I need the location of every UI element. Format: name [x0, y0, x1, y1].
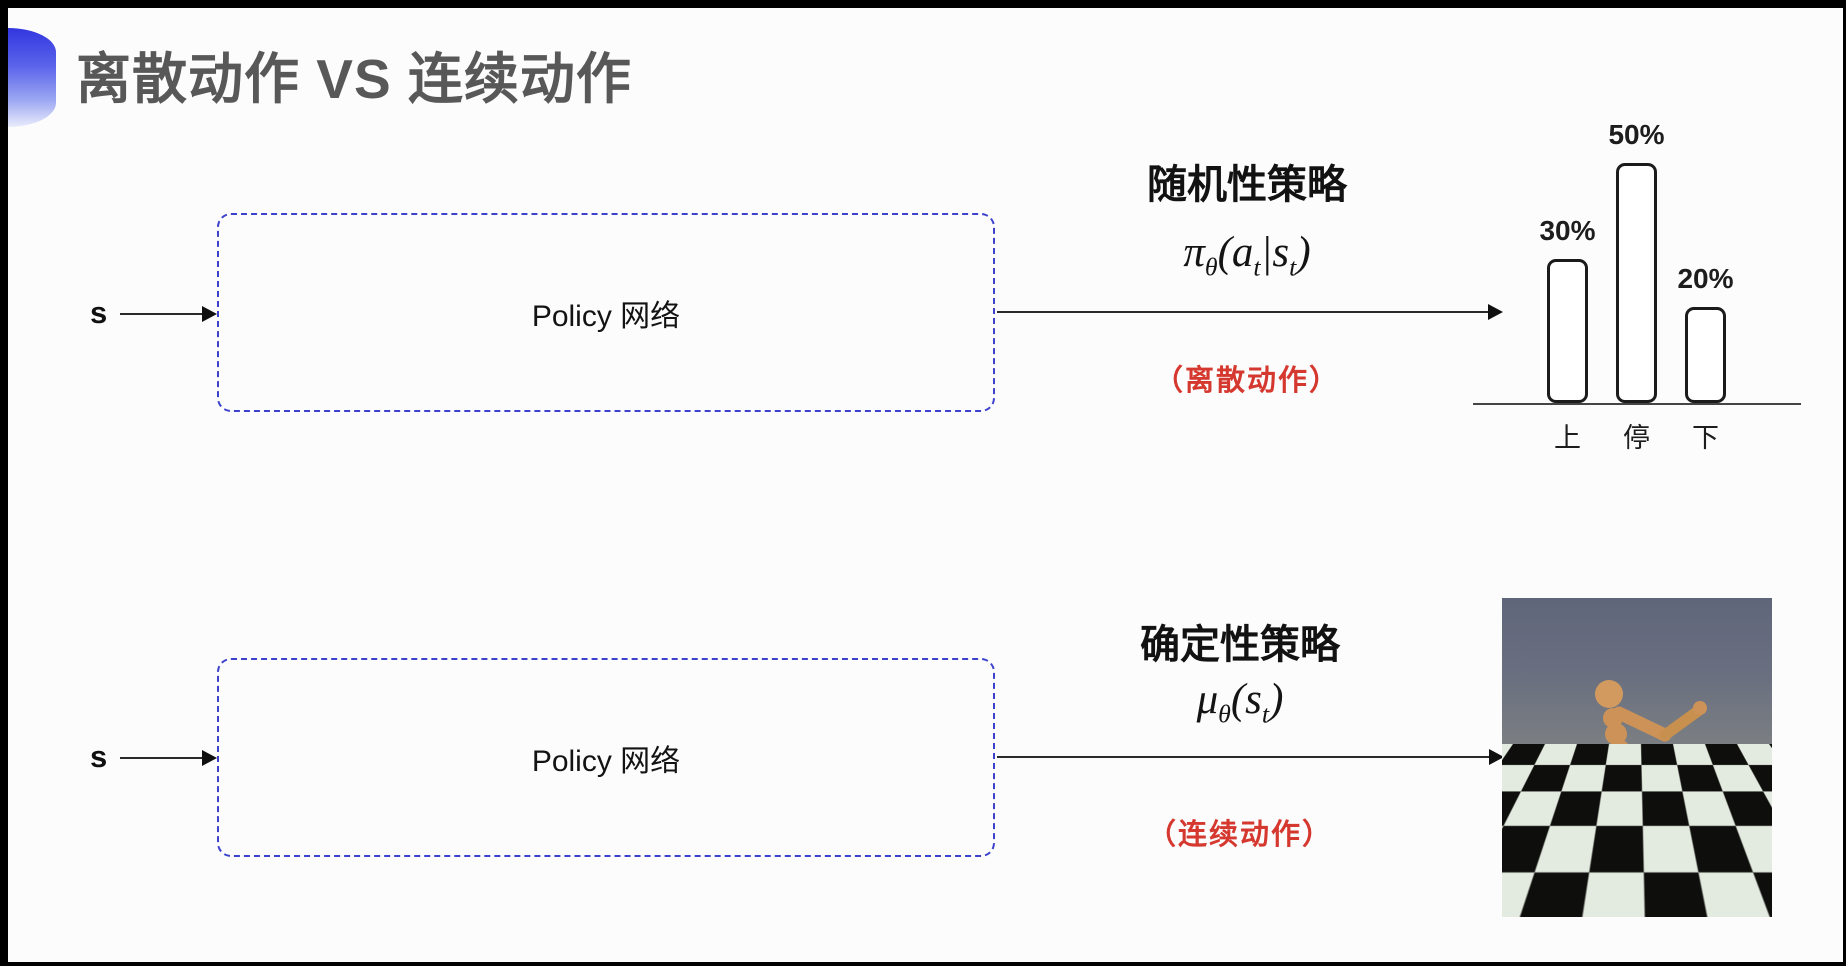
- title-accent-shape: [8, 28, 56, 127]
- bar-group: 20%: [1685, 100, 1726, 403]
- arrow-line: [997, 311, 1493, 313]
- stochastic-policy-title: 随机性策略: [1077, 152, 1417, 210]
- arrow-line: [120, 313, 207, 315]
- bar-value-label: 20%: [1677, 263, 1733, 295]
- category-labels: 上停下: [1547, 416, 1726, 455]
- output-arrow-bottom: [997, 749, 1504, 765]
- axis-category-label: 停: [1616, 416, 1657, 455]
- arrow-head-icon: [202, 750, 217, 766]
- axis-category-label: 下: [1685, 416, 1726, 455]
- deterministic-policy-title: 确定性策略: [1070, 612, 1410, 670]
- stochastic-policy-formula: πθ(at|st): [1077, 228, 1417, 283]
- input-arrow-bottom: [120, 750, 217, 766]
- arrow-head-icon: [202, 306, 217, 322]
- humanoid-robot-figure: [1502, 598, 1772, 917]
- robot-head: [1595, 680, 1623, 708]
- bar-value-label: 30%: [1539, 215, 1595, 247]
- humanoid-robot-image: [1502, 598, 1772, 917]
- policy-box-label: Policy 网络: [532, 291, 680, 335]
- bar-value-label: 50%: [1608, 119, 1664, 151]
- policy-network-box-bottom: Policy 网络: [217, 658, 995, 857]
- bars: 30% 50% 20%: [1547, 100, 1726, 403]
- floor-reflection: [1560, 889, 1644, 905]
- bar: [1547, 259, 1588, 403]
- arrow-line: [997, 756, 1494, 758]
- bar: [1616, 163, 1657, 403]
- state-input-label-top: s: [90, 295, 107, 331]
- page-title: 离散动作 VS 连续动作: [76, 34, 632, 114]
- policy-network-box-top: Policy 网络: [217, 213, 995, 412]
- arrow-line: [120, 757, 207, 759]
- bar: [1685, 307, 1726, 403]
- bar-group: 30%: [1547, 100, 1588, 403]
- deterministic-policy-formula: μθ(st): [1070, 675, 1410, 730]
- input-arrow-top: [120, 306, 217, 322]
- bar-group: 50%: [1616, 100, 1657, 403]
- x-axis-line: [1473, 403, 1801, 405]
- axis-category-label: 上: [1547, 416, 1588, 455]
- state-input-label-bottom: s: [90, 739, 107, 775]
- action-probability-chart: 30% 50% 20% 上停下: [1473, 100, 1803, 458]
- discrete-action-note: （离散动作）: [1077, 357, 1417, 399]
- output-arrow-top: [997, 304, 1503, 320]
- continuous-action-note: （连续动作）: [1070, 811, 1410, 853]
- policy-box-label: Policy 网络: [532, 736, 680, 780]
